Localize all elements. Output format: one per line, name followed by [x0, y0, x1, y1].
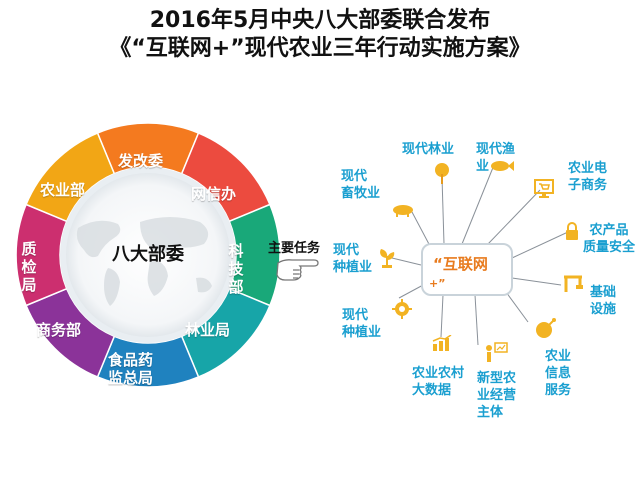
task-modern-planting-2-line1: 现代	[342, 308, 369, 323]
tree-icon	[435, 163, 449, 184]
world-map-icon	[76, 217, 212, 306]
pig-icon	[393, 205, 413, 217]
sprout-icon	[380, 249, 395, 268]
hub-plus: +”	[429, 277, 446, 290]
lock-icon	[566, 222, 578, 240]
task-modern-forestry: 现代林业	[402, 142, 455, 157]
segment-label-wangxinban: 网信办	[191, 185, 237, 203]
segment-label-zhijianju: 质检局	[21, 240, 37, 294]
task-new-agri-entities-line1: 新型农	[477, 371, 517, 386]
segment-label-fagaiwei: 发改委	[118, 152, 164, 170]
task-new-agri-entities-line3: 主体	[477, 405, 504, 420]
task-agri-info-service: 农业 信息 服务	[545, 348, 571, 399]
task-infrastructure-line1: 基础	[590, 285, 617, 300]
task-modern-livestock-line2: 畜牧业	[341, 186, 381, 201]
task-modern-planting-1-line1: 现代	[333, 243, 360, 258]
task-new-agri-entities: 新型农 业经营 主体	[477, 370, 516, 421]
segment-label-shangwubu: 商务部	[36, 321, 82, 339]
task-modern-livestock: 现代 畜牧业	[341, 168, 380, 202]
ministries-ring	[15, 122, 281, 388]
farmer-board-icon	[486, 342, 508, 362]
task-agri-info-service-line3: 服务	[545, 383, 572, 398]
title-line-1: 2016年5月中央八大部委联合发布	[149, 8, 491, 33]
task-modern-planting-2: 现代 种植业	[342, 307, 381, 341]
task-agri-big-data: 农业农村 大数据	[412, 365, 464, 399]
task-agri-info-service-line2: 信息	[545, 366, 572, 381]
shopping-cart-monitor-icon	[534, 179, 554, 198]
segment-label-linyeju: 林业局	[185, 321, 231, 339]
task-modern-fishery-line1: 现代渔	[476, 142, 516, 157]
task-product-quality-safety: 农产品 质量安全	[583, 222, 635, 256]
task-product-quality-safety-line2: 质量安全	[583, 240, 636, 255]
tasks-diagram	[391, 164, 569, 346]
task-agri-info-service-line1: 农业	[545, 349, 572, 364]
bar-chart-icon	[432, 335, 452, 351]
task-agri-ecommerce: 农业电 子商务	[568, 160, 607, 194]
task-product-quality-safety-line1: 农产品	[589, 223, 629, 238]
task-infrastructure-line2: 设施	[590, 302, 617, 317]
center-label: 八大部委	[112, 244, 184, 265]
segment-label-shipinyaojian-line1: 食品药	[108, 351, 154, 369]
fish-icon	[491, 161, 514, 171]
task-modern-livestock-line1: 现代	[341, 169, 368, 184]
crane-icon	[564, 275, 583, 292]
pointing-hand-icon	[276, 259, 319, 281]
task-modern-planting-1: 现代 种植业	[333, 242, 372, 276]
segment-label-nongyebu: 农业部	[40, 181, 86, 199]
task-agri-big-data-line2: 大数据	[412, 383, 452, 398]
task-new-agri-entities-line2: 业经营	[477, 388, 517, 403]
task-agri-ecommerce-line2: 子商务	[568, 178, 608, 193]
title-line-2: 《“互联网+”现代农业三年行动实施方案》	[109, 36, 531, 61]
task-modern-planting-2-line2: 种植业	[342, 325, 382, 340]
task-infrastructure: 基础 设施	[590, 284, 616, 318]
hub-label: “互联网	[433, 255, 488, 273]
satellite-dish-icon	[536, 318, 556, 338]
task-modern-fishery: 现代渔 业	[476, 141, 515, 175]
segment-label-shipinyaojian-line2: 监总局	[108, 369, 154, 387]
task-agri-big-data-line1: 农业农村	[412, 366, 465, 381]
task-agri-ecommerce-line1: 农业电	[568, 161, 608, 176]
task-modern-planting-1-line2: 种植业	[333, 260, 373, 275]
segment-label-kejibu: 科技部	[228, 242, 244, 296]
main-tasks-label: 主要任务	[268, 241, 321, 256]
task-modern-fishery-line2: 业	[476, 159, 490, 174]
internet-plus-hub: “互联网 +”	[421, 243, 513, 296]
plant-gear-icon	[392, 299, 412, 319]
segment-label-shipinyaojian: 食品药 监总局	[108, 351, 153, 387]
